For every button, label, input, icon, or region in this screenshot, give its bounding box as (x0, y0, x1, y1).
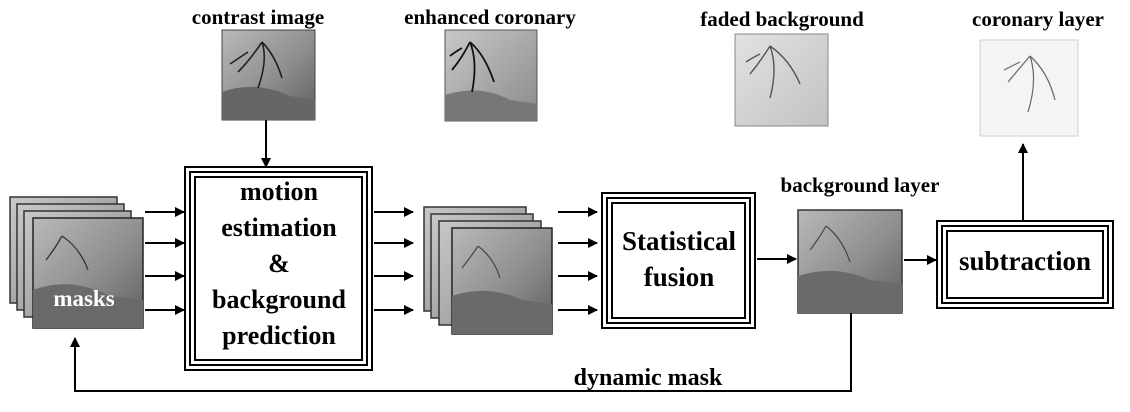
predicted-background-stack (423, 206, 553, 335)
motion-line-2: estimation (221, 213, 337, 242)
dynamic-mask-label: dynamic mask (574, 365, 723, 391)
masks-stack (9, 196, 144, 329)
motion-line-5: prediction (222, 321, 336, 350)
faded-background-thumbnail (734, 33, 829, 127)
motion-line-4: background (212, 285, 346, 314)
enhanced-coronary-thumbnail (444, 29, 538, 122)
background-layer-thumbnail (797, 209, 903, 314)
dynamic-mask-feedback-arrow (70, 313, 852, 392)
contrast-image-label: contrast image (192, 5, 324, 29)
subtraction-block: subtraction (936, 220, 1114, 309)
coronary-layer-label: coronary layer (972, 7, 1104, 31)
motion-line-1: motion (240, 177, 319, 206)
masks-label: masks (53, 286, 114, 311)
motion-line-3: & (268, 249, 290, 278)
fusion-line-1: Statistical (622, 226, 736, 256)
motion-estimation-block: motion estimation & background predictio… (184, 166, 373, 371)
fusion-line-2: fusion (644, 262, 715, 292)
coronary-layer-thumbnail (979, 39, 1079, 137)
background-layer-label: background layer (781, 173, 940, 197)
faded-background-label: faded background (700, 7, 864, 31)
statistical-fusion-block: Statistical fusion (601, 192, 756, 329)
contrast-image-thumbnail (221, 29, 316, 121)
enhanced-coronary-label: enhanced coronary (404, 5, 576, 29)
subtraction-label: subtraction (959, 246, 1091, 276)
